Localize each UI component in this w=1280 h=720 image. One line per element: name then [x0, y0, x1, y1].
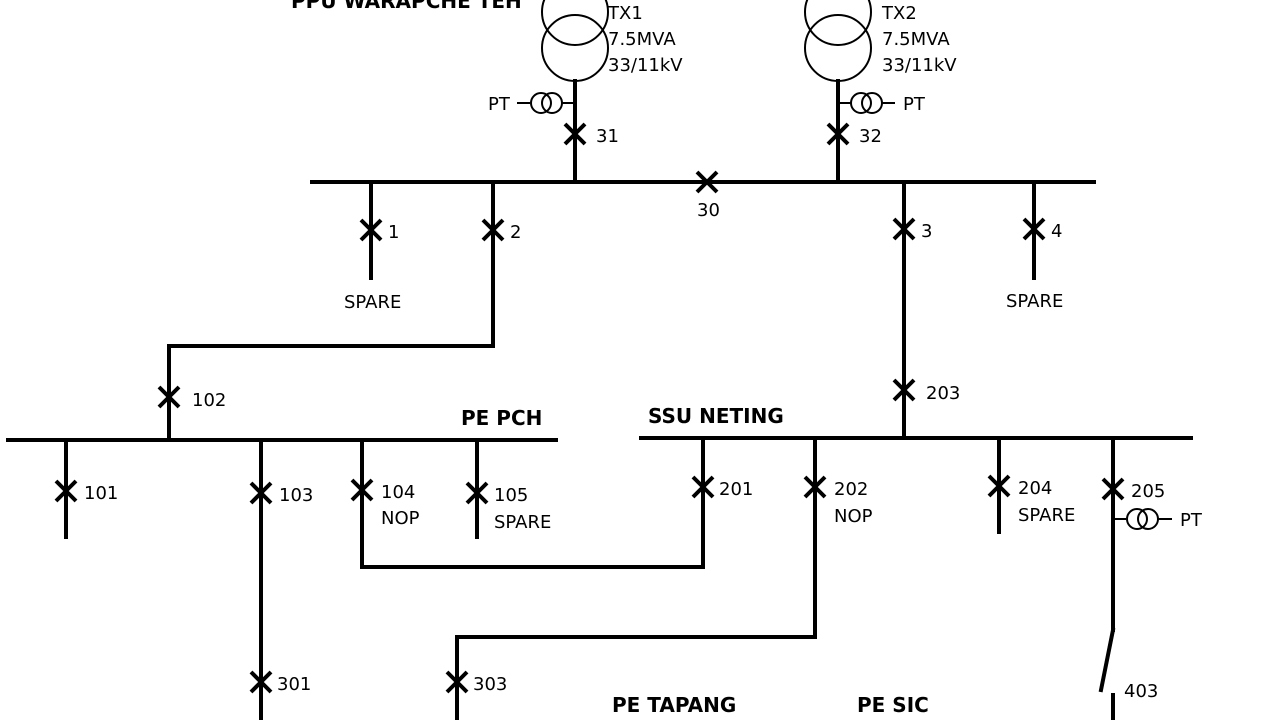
breaker-105[interactable] [465, 481, 489, 505]
breaker-102-label: 102 [192, 390, 226, 411]
bus-coupler-label: 30 [697, 200, 720, 221]
breaker-202-label: 202 [834, 479, 868, 500]
breaker-31[interactable] [563, 122, 587, 146]
breaker-101[interactable] [54, 479, 78, 503]
switch-403-blade[interactable] [1098, 627, 1116, 693]
breaker-3-label: 3 [921, 221, 932, 242]
breaker-301-label: 301 [277, 674, 311, 695]
breaker-204-label: 204 [1018, 478, 1052, 499]
breaker-303[interactable] [445, 670, 469, 694]
switch-403-label: 403 [1124, 681, 1158, 702]
pt-205 [1113, 508, 1172, 530]
breaker-205-label: 205 [1131, 481, 1165, 502]
breaker-105-label: 105 [494, 485, 528, 506]
breaker-205[interactable] [1101, 477, 1125, 501]
breaker-2[interactable] [481, 218, 505, 242]
breaker-30[interactable] [695, 170, 719, 194]
breaker-31-label: 31 [596, 126, 619, 147]
breaker-303-label: 303 [473, 674, 507, 695]
breaker-202-note: NOP [834, 506, 873, 527]
breaker-204[interactable] [987, 474, 1011, 498]
breaker-2-label: 2 [510, 222, 521, 243]
breaker-103[interactable] [249, 481, 273, 505]
breaker-32[interactable] [826, 122, 850, 146]
tx2-name: TX2 [881, 3, 917, 24]
pe-sic-label: PE SIC [857, 693, 929, 717]
breaker-104[interactable] [350, 478, 374, 502]
tx2-rating: 7.5MVA [882, 29, 950, 50]
pt-205-label: PT [1180, 510, 1203, 531]
breaker-101-label: 101 [84, 483, 118, 504]
tx1-rating: 7.5MVA [608, 29, 676, 50]
breaker-32-label: 32 [859, 126, 882, 147]
breaker-204-note: SPARE [1018, 505, 1075, 526]
station-title: PPU WARAPCHE TEH [291, 0, 522, 13]
breaker-203[interactable] [892, 378, 916, 402]
tx1-voltage: 33/11kV [608, 55, 683, 76]
breaker-103-label: 103 [279, 485, 313, 506]
breaker-201[interactable] [691, 475, 715, 499]
breaker-1-label: 1 [388, 222, 399, 243]
transformer-tx2 [804, 0, 895, 184]
breaker-102[interactable] [157, 385, 181, 409]
breaker-4-label: 4 [1051, 221, 1062, 242]
breaker-301[interactable] [249, 670, 273, 694]
breaker-105-note: SPARE [494, 512, 551, 533]
breaker-3[interactable] [892, 217, 916, 241]
feeder-2-line [167, 180, 495, 442]
breaker-4[interactable] [1022, 217, 1046, 241]
ssu-neting-label: SSU NETING [648, 404, 784, 428]
pe-pch-label: PE PCH [461, 406, 542, 430]
pe-tapang-label: PE TAPANG [612, 693, 736, 717]
transformer-tx1 [517, 0, 609, 184]
breaker-203-label: 203 [926, 383, 960, 404]
tie-104-201-line [360, 436, 705, 569]
breaker-201-label: 201 [719, 479, 753, 500]
feeder-202-line [455, 436, 817, 720]
feeder-1-note: SPARE [344, 292, 401, 313]
tx1-pt-label: PT [488, 94, 511, 115]
tx2-voltage: 33/11kV [882, 55, 957, 76]
feeder-4-note: SPARE [1006, 291, 1063, 312]
breaker-104-note: NOP [381, 508, 420, 529]
tx2-pt-label: PT [903, 94, 926, 115]
breaker-1[interactable] [359, 218, 383, 242]
breaker-104-label: 104 [381, 482, 415, 503]
tx1-name: TX1 [607, 3, 643, 24]
breaker-202[interactable] [803, 475, 827, 499]
